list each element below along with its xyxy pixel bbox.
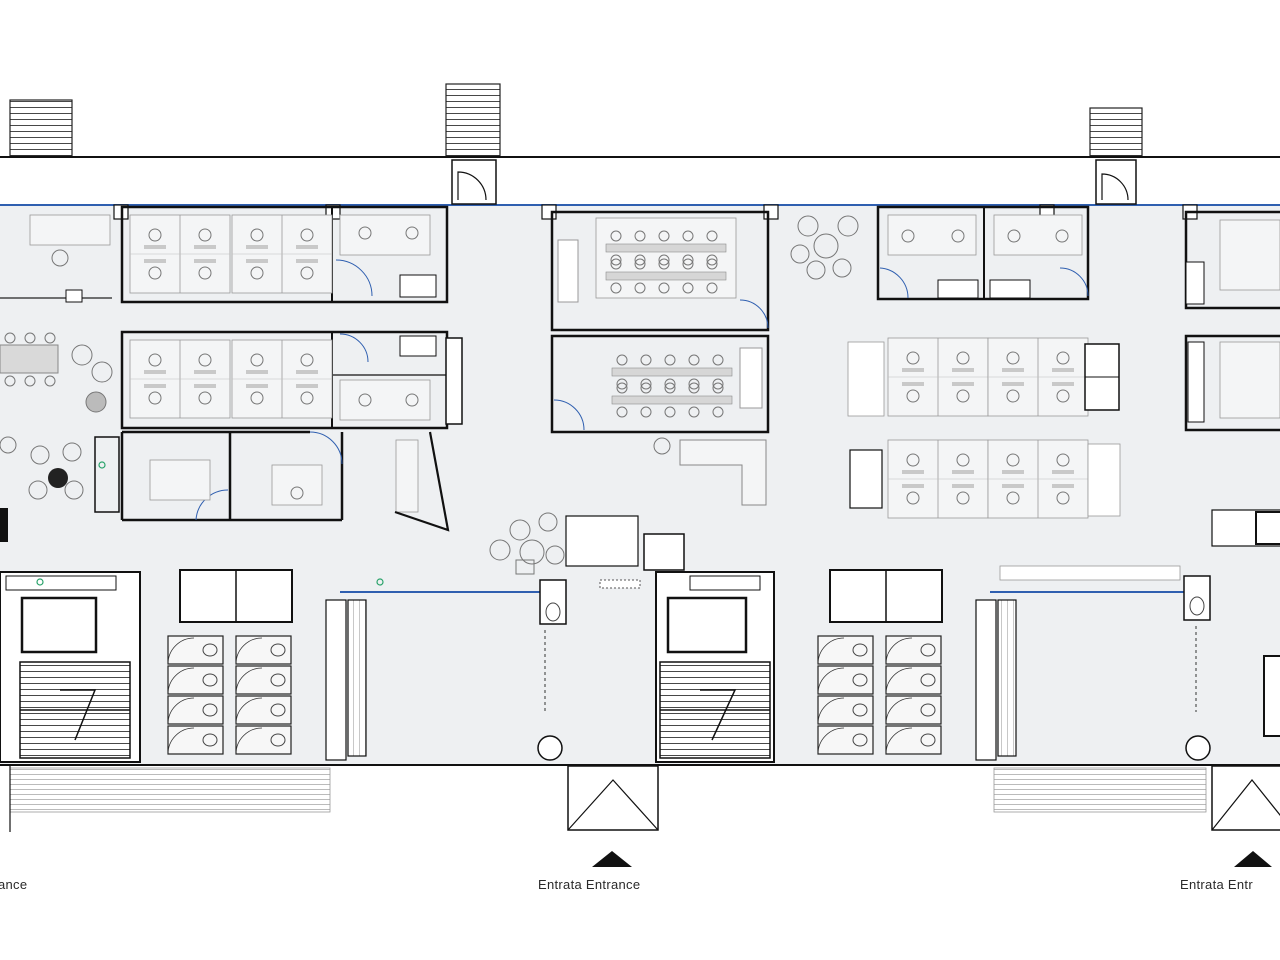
entrance-label-left: ance [0,877,28,892]
entrance-arrow-icon [1234,851,1272,867]
service-cores [0,509,1280,763]
left-wing [0,205,463,542]
entrance-label-right: Entrata Entr [1180,877,1253,892]
entrance-arrow-icon [592,851,632,867]
top-door [451,159,1137,205]
bottom-exterior [9,765,1280,867]
entrance-label-center: Entrata Entrance [538,877,641,892]
centre-wing [489,205,1280,575]
